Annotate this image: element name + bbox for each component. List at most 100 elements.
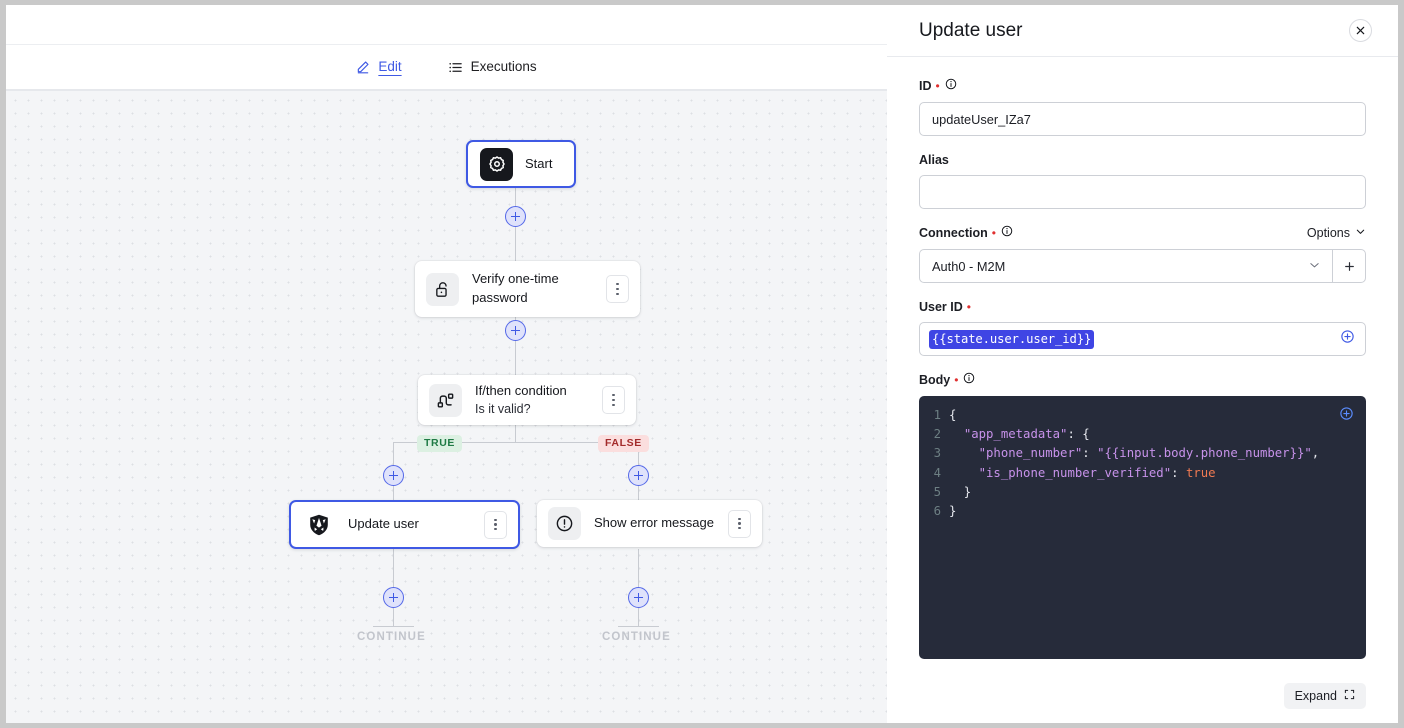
branch-icon [429,383,462,417]
app-header-bar [6,5,887,45]
connection-select-wrap: Auth0 - M2M [919,249,1366,283]
code-line-number: 3 [933,446,941,461]
branch-label-true: TRUE [417,435,462,452]
id-input[interactable]: updateUser_IZa7 [919,102,1366,136]
required-marker: • [954,373,959,387]
field-id-label-row: ID • [919,77,1366,95]
field-alias: Alias [919,151,1366,209]
field-connection-label-row: Connection • Options [919,224,1366,242]
field-user-id-label: User ID [919,299,963,314]
field-user-id-label-row: User ID • [919,298,1366,315]
user-id-input[interactable]: {{state.user.user_id}} [919,322,1366,356]
flow-editor-main: Edit Executions [0,0,887,728]
tab-edit[interactable]: Edit [353,45,404,90]
code-line-number: 4 [933,465,941,480]
node-update-user-menu[interactable] [484,510,507,539]
info-icon[interactable] [963,371,975,389]
code-line-text: "app_metadata": { [963,427,1090,442]
continue-label-false: CONTINUE [602,631,671,643]
chevron-down-icon [1309,261,1320,271]
field-connection: Connection • Options [919,224,1366,283]
code-line: 3 "phone_number": "{{input.body.phone_nu… [919,444,1366,463]
panel-header: Update user [887,5,1398,57]
node-update-user[interactable]: Update user [289,500,520,549]
connection-select-value: Auth0 - M2M [932,258,1006,274]
node-if-then-subtitle: Is it valid? [475,401,531,416]
connection-options-dropdown[interactable]: Options [1307,226,1366,240]
node-verify-otp[interactable]: Verify one-time password [415,261,640,317]
node-verify-otp-menu[interactable] [606,275,629,303]
branch-label-false: FALSE [598,435,649,452]
node-update-user-label: Update user [348,516,419,532]
edge-ifthen-to-split [515,425,517,443]
chevron-down-icon [1355,226,1366,240]
field-alias-label: Alias [919,152,949,167]
info-icon[interactable] [945,77,957,95]
code-lines: 1{2 "app_metadata": {3 "phone_number": "… [919,406,1366,521]
insert-variable-icon[interactable] [1340,329,1355,349]
expand-row: Expand [887,675,1398,723]
add-step-false-branch[interactable] [628,465,649,486]
add-step-after-show-error[interactable] [628,587,649,608]
code-line-text: } [949,504,957,519]
code-line: 5 } [919,483,1366,502]
expand-icon [1344,689,1355,703]
edge-false-continue-end [618,626,659,628]
code-line-number: 6 [933,504,941,519]
update-user-panel: Update user ID • [887,0,1404,728]
code-line-number: 1 [933,408,941,422]
close-icon[interactable] [1349,19,1372,42]
add-step-after-start[interactable] [505,206,526,227]
node-if-then-label: If/then condition [475,382,567,398]
field-connection-label: Connection [919,226,988,240]
required-marker: • [991,226,996,240]
panel-title: Update user [919,19,1023,41]
code-line-text: "is_phone_number_verified": true [978,465,1216,480]
code-line-text: "phone_number": "{{input.body.phone_numb… [978,446,1320,461]
edge-split-horizontal [393,442,638,444]
expand-button-label: Expand [1294,689,1337,703]
add-step-after-update-user[interactable] [383,587,404,608]
expand-button[interactable]: Expand [1283,683,1366,709]
node-show-error-menu[interactable] [728,509,751,538]
user-id-token: {{state.user.user_id}} [929,329,1095,349]
list-icon [448,60,463,75]
tab-edit-label: Edit [378,59,402,75]
required-marker: • [966,299,971,314]
field-body: Body • 1{2 "app_metadata": {3 "phone_num… [919,371,1366,659]
info-icon[interactable] [1001,224,1013,242]
body-code-editor[interactable]: 1{2 "app_metadata": {3 "phone_number": "… [919,396,1366,659]
code-line-number: 2 [933,427,941,442]
node-show-error[interactable]: Show error message [537,500,762,547]
connection-select[interactable]: Auth0 - M2M [919,249,1332,283]
node-if-then[interactable]: If/then condition Is it valid? [418,375,636,425]
edge-true-continue-end [373,626,414,628]
node-verify-otp-label: Verify one-time password [472,271,559,305]
field-user-id: User ID • {{state.user.user_id}} [919,298,1366,356]
tab-executions[interactable]: Executions [445,45,540,90]
pencil-icon [356,60,370,74]
gear-icon [480,147,513,181]
node-start-label: Start [525,155,553,171]
alias-input[interactable] [919,175,1366,209]
add-connection-button[interactable] [1332,249,1366,283]
field-body-label: Body [919,373,951,387]
alert-circle-icon [548,507,581,540]
editor-tabbar: Edit Executions [6,45,887,90]
field-body-label-row: Body • [919,371,1366,389]
code-line: 6} [919,502,1366,521]
flow-canvas[interactable]: Start Verify one-time password [6,90,887,723]
code-line: 2 "app_metadata": { [919,425,1366,444]
connection-options-label: Options [1306,226,1350,240]
node-start[interactable]: Start [466,140,576,188]
add-step-true-branch[interactable] [383,465,404,486]
add-step-after-verify[interactable] [505,320,526,341]
auth0-shield-icon [302,508,335,541]
tab-executions-label: Executions [470,59,537,75]
field-alias-label-row: Alias [919,151,1366,168]
node-if-then-menu[interactable] [602,386,625,414]
insert-variable-icon[interactable] [1339,406,1354,426]
unlock-icon [426,272,459,306]
panel-body: ID • updateUser_IZa7 Alias [887,57,1398,675]
